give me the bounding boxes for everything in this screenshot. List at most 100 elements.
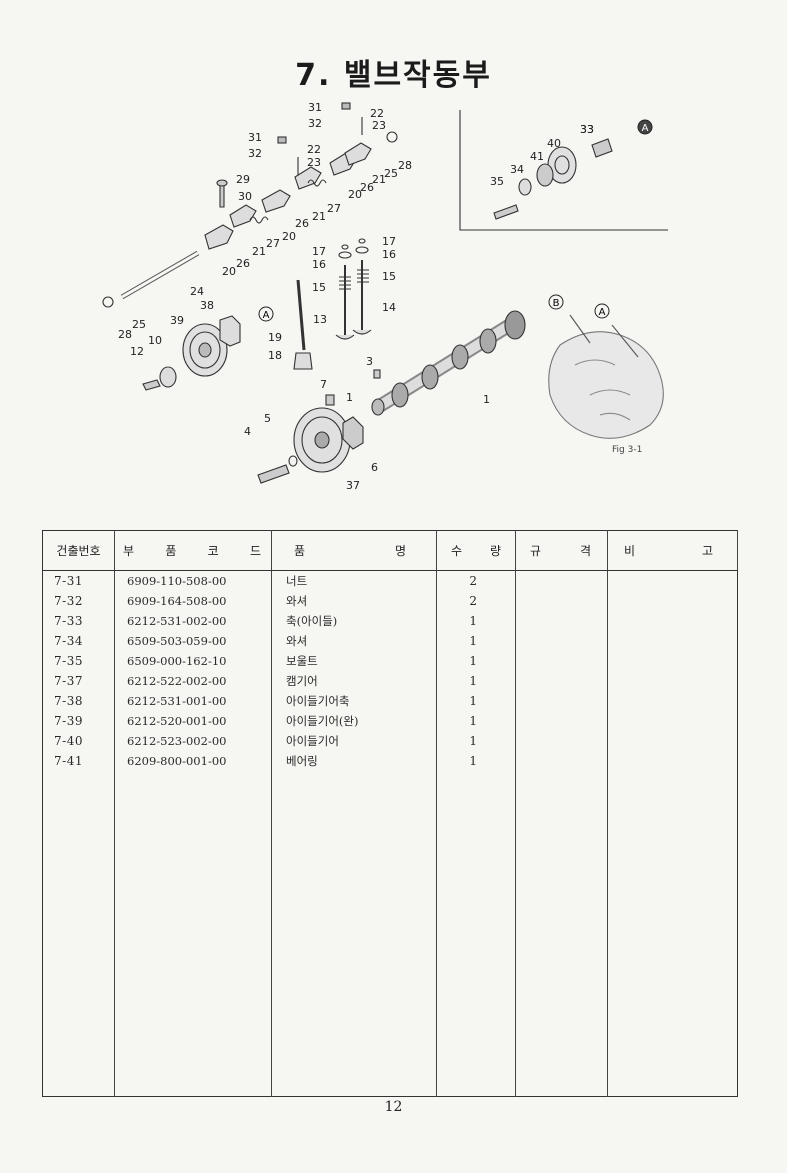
- quantity: 1: [469, 634, 477, 648]
- part-name: 와셔: [286, 634, 308, 648]
- part-name: 베어링: [286, 754, 318, 768]
- engine-sketch: [548, 331, 664, 439]
- part-code: 6212-523-002-00: [127, 734, 227, 748]
- page-title: 7. 밸브작동부: [295, 58, 492, 93]
- callout: 32: [308, 117, 322, 130]
- part-code: 6212-520-001-00: [127, 714, 227, 728]
- callout: 26: [295, 217, 309, 230]
- callout: 15: [312, 281, 326, 294]
- part-name: 아이들기어(완): [286, 714, 359, 728]
- exploded-parts-diagram: 31 32 22 23 31 32 22 23 28 29 30 25 21 2…: [0, 95, 787, 505]
- column-quantity: 2 2 1 1 1 1 1 1 1 1: [436, 570, 516, 1097]
- callout: 23: [307, 156, 321, 169]
- callout: 17: [382, 235, 396, 248]
- callout: 16: [382, 248, 396, 261]
- callout: 30: [238, 190, 252, 203]
- callout: 39: [170, 314, 184, 327]
- callout: 20: [222, 265, 236, 278]
- part-name: 아이들기어: [286, 734, 339, 748]
- marker: A: [599, 307, 606, 318]
- callout: 21: [372, 173, 386, 186]
- part-code: 6509-000-162-10: [127, 654, 227, 668]
- callout: 21: [312, 210, 326, 223]
- part-code: 6212-522-002-00: [127, 674, 227, 688]
- part-no: 7-40: [54, 734, 83, 748]
- part-name: 캠기어: [286, 674, 318, 688]
- callout: 28: [118, 328, 132, 341]
- part-no: 7-37: [54, 674, 83, 688]
- callout: 26: [360, 181, 374, 194]
- part-no: 7-33: [54, 614, 83, 628]
- callout: 35: [490, 175, 504, 188]
- callout: 38: [200, 299, 214, 312]
- callout: 3: [366, 355, 373, 368]
- part-name: 와셔: [286, 594, 308, 608]
- column-part-no: 7-31 7-32 7-33 7-34 7-35 7-37 7-38 7-39 …: [42, 570, 115, 1097]
- callout: 22: [307, 143, 321, 156]
- callout: 6: [371, 461, 378, 474]
- part-code: 6209-800-001-00: [127, 754, 227, 768]
- quantity: 2: [469, 594, 477, 608]
- part-code: 6212-531-001-00: [127, 694, 227, 708]
- callout: 18: [268, 349, 282, 362]
- callout: 7: [320, 378, 327, 391]
- part-no: 7-32: [54, 594, 83, 608]
- callout-labels: 31 32 22 23 31 32 22 23 28 29 30 25 21 2…: [118, 101, 594, 492]
- callout: 19: [268, 331, 282, 344]
- callout: 21: [252, 245, 266, 258]
- callout: 5: [264, 412, 271, 425]
- callout: 27: [327, 202, 341, 215]
- callout: 14: [382, 301, 396, 314]
- callout: 25: [384, 167, 398, 180]
- quantity: 1: [469, 674, 477, 688]
- part-name: 보울트: [286, 654, 318, 668]
- callout: 15: [382, 270, 396, 283]
- marker: A: [263, 310, 270, 321]
- callout: 40: [547, 137, 561, 150]
- reference-markers: A A A B B: [258, 119, 653, 322]
- callout: 33: [580, 123, 594, 136]
- callout: 28: [398, 159, 412, 172]
- callout: 23: [372, 119, 386, 132]
- callout: 13: [313, 313, 327, 326]
- callout: 33: [580, 123, 594, 136]
- callout: 31: [308, 101, 322, 114]
- callout: 1: [483, 393, 490, 406]
- marker: A: [642, 123, 649, 134]
- callout: 25: [132, 318, 146, 331]
- marker: B: [553, 298, 560, 309]
- rocker-arm-left: [204, 224, 234, 250]
- quantity: 1: [469, 714, 477, 728]
- tappet: [293, 352, 313, 370]
- quantity: 1: [469, 614, 477, 628]
- callout: 4: [244, 425, 251, 438]
- part-code: 6509-503-059-00: [127, 634, 227, 648]
- part-no: 7-38: [54, 694, 83, 708]
- parts-drawing: 31 32 22 23 31 32 22 23 28 29 30 25 21 2…: [102, 101, 668, 492]
- quantity: 1: [469, 754, 477, 768]
- callout: 10: [148, 334, 162, 347]
- quantity: 2: [469, 574, 477, 588]
- callout: 41: [530, 150, 544, 163]
- table-body-row: 7-31 7-32 7-33 7-34 7-35 7-37 7-38 7-39 …: [42, 570, 738, 1097]
- column-part-name: 너트 와셔 축(아이들) 와셔 보울트 캠기어 아이들기어축 아이들기어(완) …: [271, 570, 437, 1097]
- part-no: 7-39: [54, 714, 83, 728]
- part-name: 축(아이들): [286, 614, 338, 628]
- inset-frame: [459, 110, 668, 231]
- header-no: 건출번호: [42, 530, 115, 571]
- callout: 26: [236, 257, 250, 270]
- part-name: 너트: [286, 574, 308, 588]
- part-code: 6909-110-508-00: [127, 574, 227, 588]
- callout: 12: [130, 345, 144, 358]
- column-part-code: 6909-110-508-00 6909-164-508-00 6212-531…: [114, 570, 272, 1097]
- part-no: 7-35: [54, 654, 83, 668]
- quantity: 1: [469, 694, 477, 708]
- part-code: 6909-164-508-00: [127, 594, 227, 608]
